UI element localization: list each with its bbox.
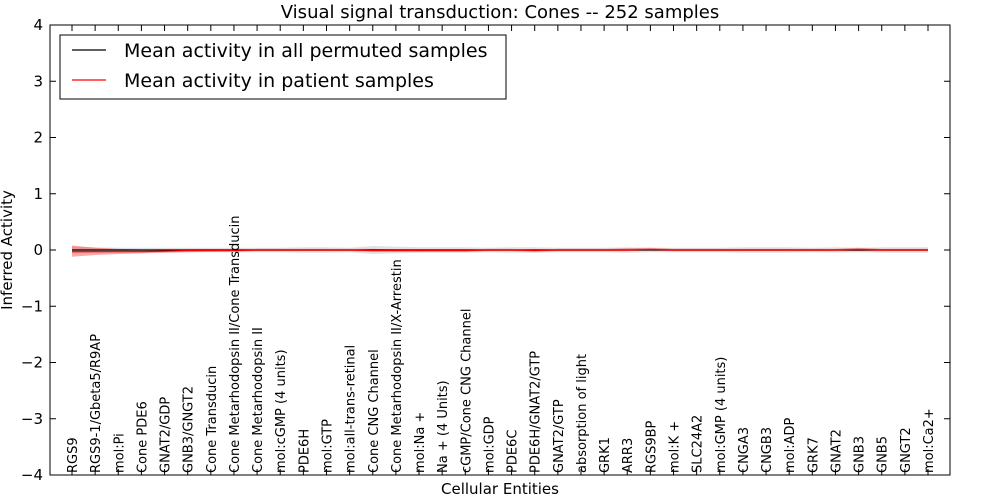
line-series-1 (72, 248, 928, 253)
x-tick-label: GNAT2/GDP (159, 397, 174, 473)
x-tick-label: mol:Na + (413, 412, 428, 473)
x-tick-label: cGMP/Cone CNG Channel (459, 309, 474, 473)
band-series-1 (72, 245, 928, 257)
x-tick-label: absorption of light (575, 354, 590, 473)
x-tick-label: GRK1 (598, 437, 613, 473)
x-tick-label: GNB3 (853, 436, 868, 473)
x-tick-label: mol:cGMP (4 units) (274, 349, 289, 473)
x-tick-label: RGS9 (66, 437, 81, 473)
chart-title: Visual signal transduction: Cones -- 252… (281, 2, 719, 23)
y-tick-label: −1 (21, 297, 43, 315)
legend-box (59, 34, 507, 100)
x-tick-label: Cone Transducin (205, 366, 220, 473)
x-tick-label: RGS9BP (644, 420, 659, 473)
y-tick-label: 4 (33, 16, 43, 34)
x-tick-label: mol:Pi (112, 433, 127, 473)
x-tick-label: Na + (4 Units) (436, 380, 451, 473)
x-tick-label: mol:ADP (783, 417, 798, 473)
x-tick-label: GRK7 (806, 437, 821, 473)
x-tick-label: Cone Metarhodopsin II/X-Arrestin (390, 259, 405, 473)
legend: Mean activity in all permuted samples Me… (59, 34, 507, 100)
x-tick-label: GNB3/GNGT2 (182, 386, 197, 473)
x-tick-label: Cone CNG Channel (367, 349, 382, 473)
x-tick-label: SLC24A2 (691, 415, 706, 473)
x-tick-label: Cone Metarhodopsin II (251, 327, 266, 473)
x-tick-label: ARR3 (621, 438, 636, 473)
y-tick-label: 1 (33, 185, 43, 203)
x-tick-label: Cone Metarhodopsin II/Cone Transducin (228, 216, 243, 474)
x-tick-label: GNGT2 (899, 427, 914, 473)
x-tick-label: mol:Ca2+ (922, 408, 937, 473)
x-tick-label: CNGA3 (737, 427, 752, 473)
x-tick-label: PDE6C (506, 430, 521, 473)
y-tick-label: 2 (33, 129, 43, 147)
x-tick-label: Cone PDE6 (135, 401, 150, 473)
legend-label-patient: Mean activity in patient samples (124, 70, 434, 92)
y-axis-label: Inferred Activity (0, 190, 16, 310)
y-tick-label: −2 (21, 354, 43, 372)
x-tick-label: RGS9-1/Gbeta5/R9AP (89, 334, 104, 473)
x-tick-label: PDE6H/GNAT2/GTP (529, 351, 544, 473)
x-tick-label: GNB5 (876, 436, 891, 473)
x-tick-label: mol:GTP (320, 419, 335, 473)
x-tick-label: mol:GDP (482, 416, 497, 473)
y-tick-label: 3 (33, 72, 43, 90)
y-tick-label: −4 (21, 466, 43, 484)
x-tick-label: mol:K + (668, 421, 683, 473)
legend-label-permuted: Mean activity in all permuted samples (124, 40, 487, 62)
x-tick-label: GNAT2 (829, 429, 844, 473)
x-tick-label: mol:all-trans-retinal (344, 345, 359, 473)
y-tick-label: −3 (21, 410, 43, 428)
x-tick-label: mol:GMP (4 units) (714, 357, 729, 473)
y-tick-label: 0 (33, 241, 43, 259)
x-axis-label: Cellular Entities (441, 480, 559, 498)
x-tick-label: GNAT2/GTP (552, 399, 567, 473)
x-tick-label: PDE6H (297, 429, 312, 473)
x-tick-label: CNGB3 (760, 427, 775, 473)
